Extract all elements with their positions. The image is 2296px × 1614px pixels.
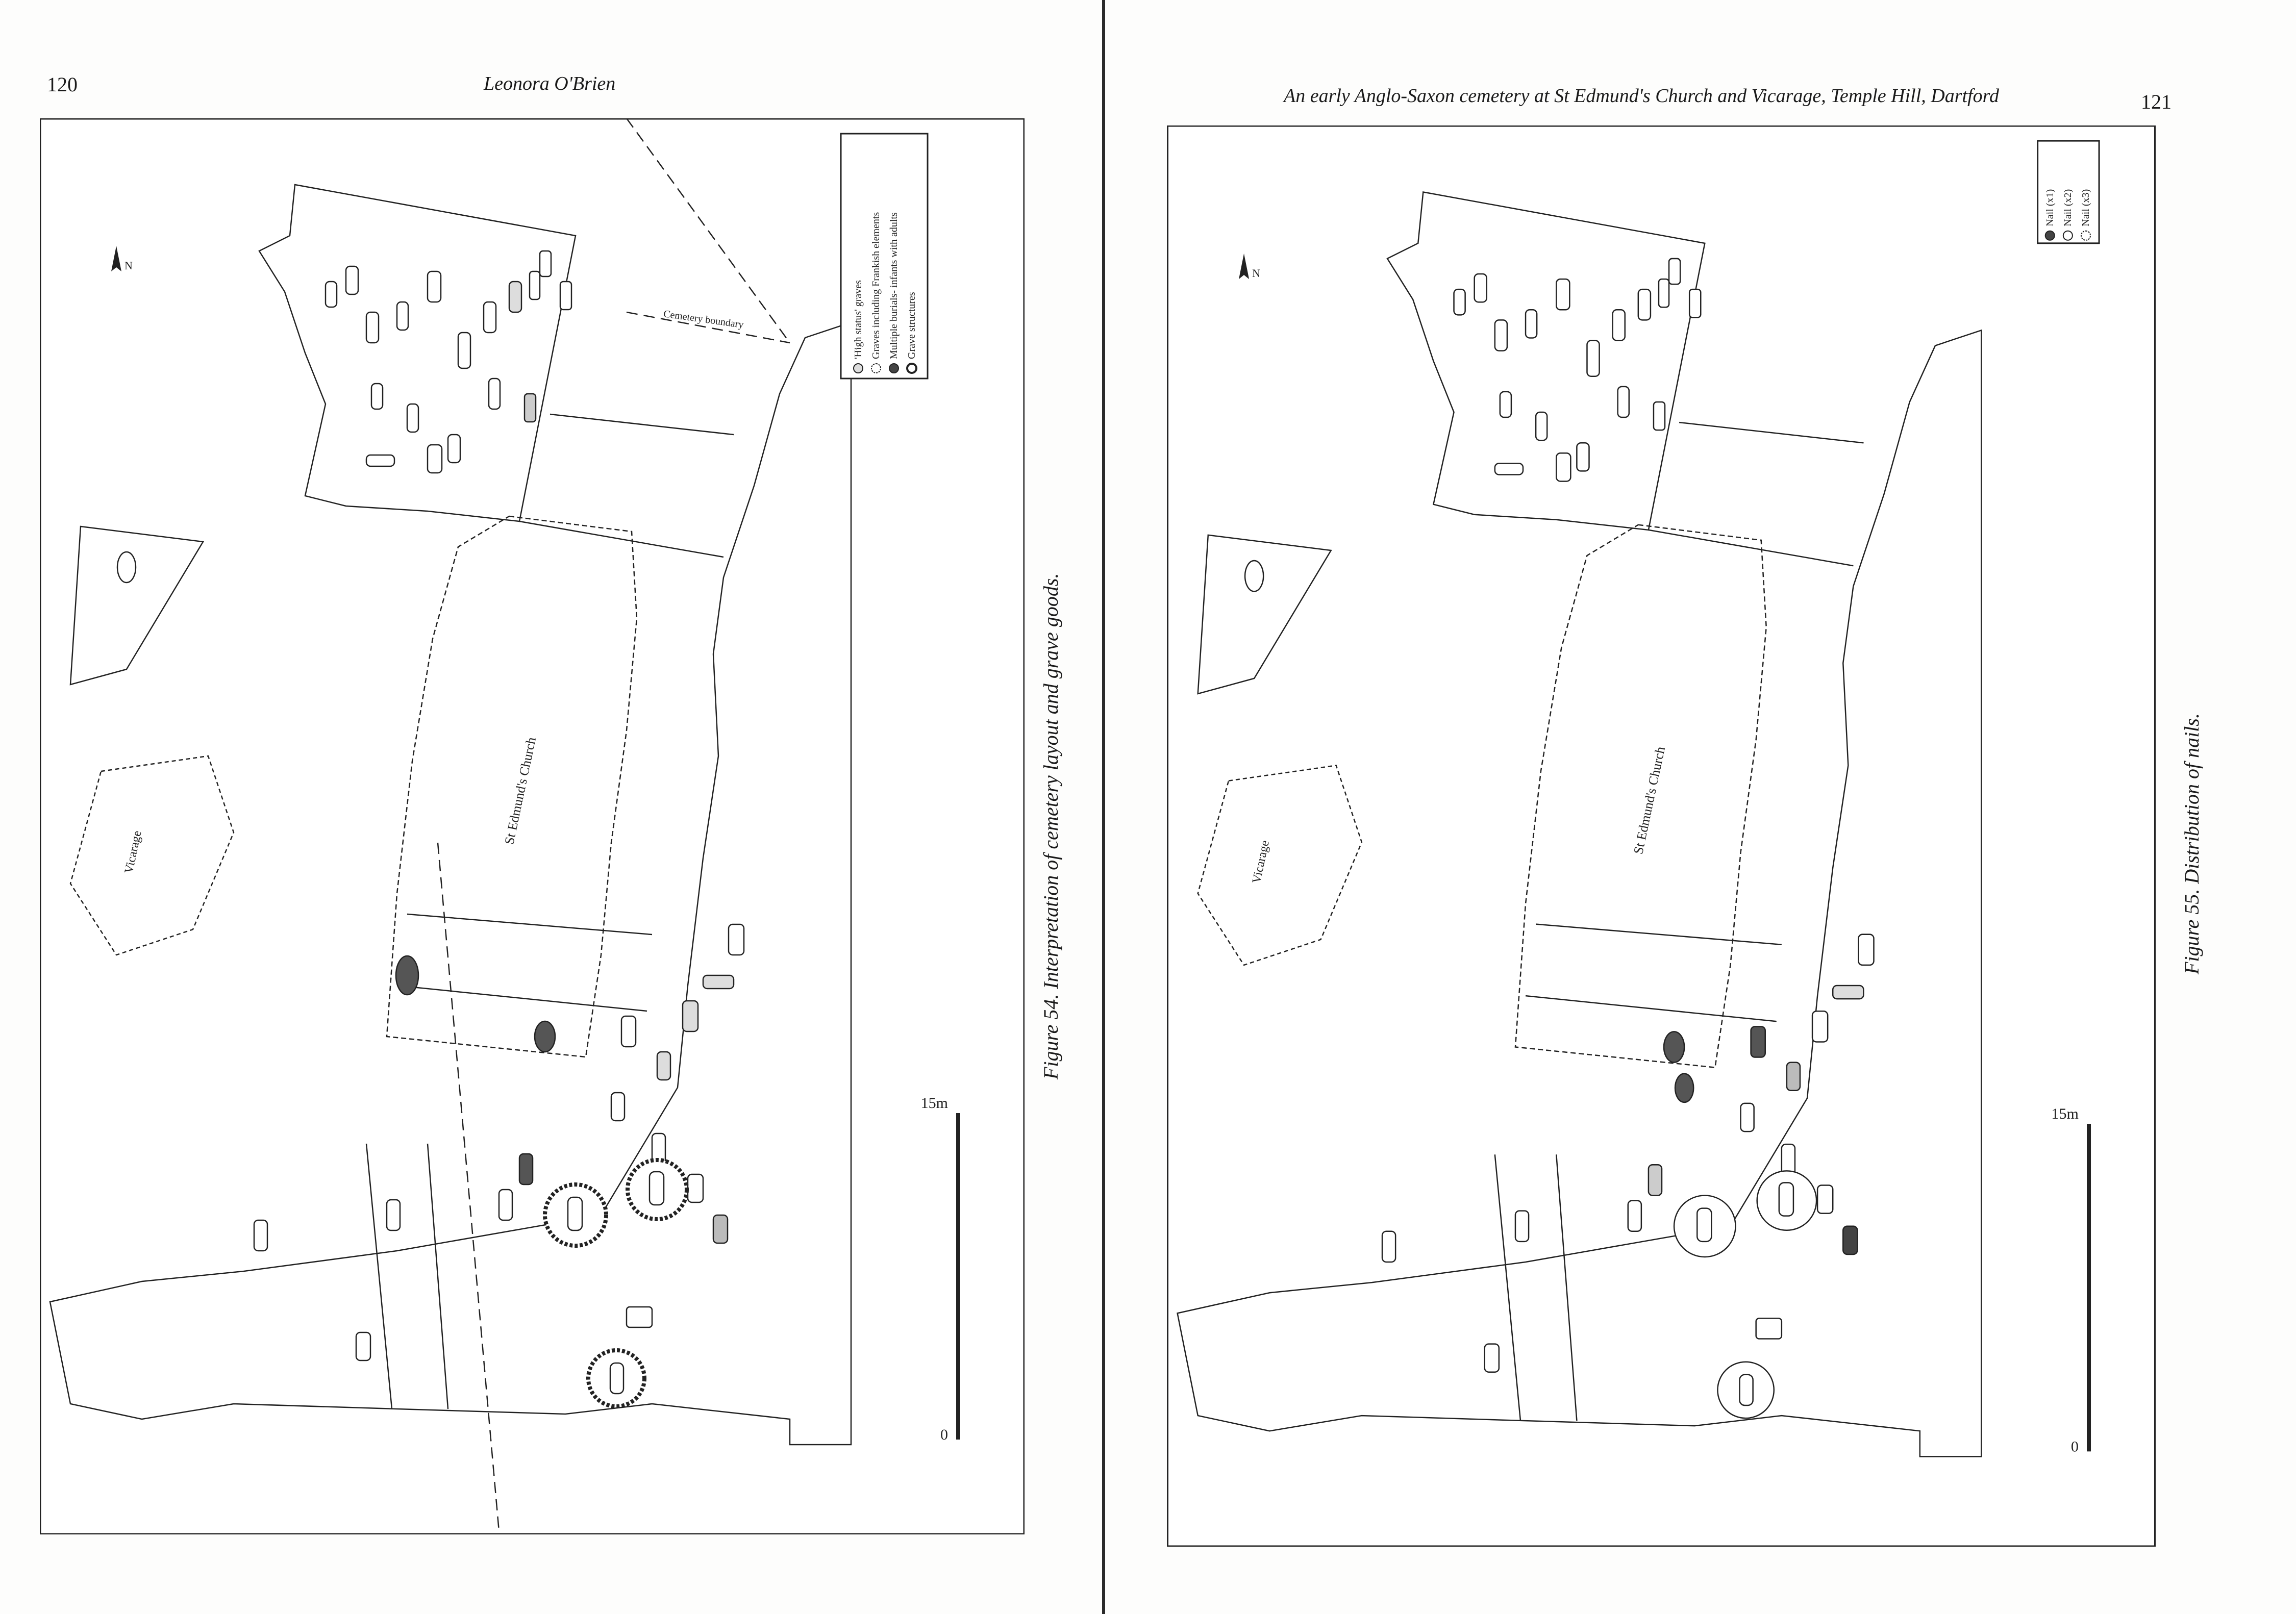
legend-item-1: Graves including Frankish elements: [870, 212, 882, 373]
vicarage-outline: [1197, 765, 1363, 966]
north-trench: [258, 184, 577, 522]
graves-south: [116, 551, 745, 1408]
north-label: N: [124, 259, 133, 272]
cemetery-boundary-dashed-1: [626, 311, 790, 344]
legend-item-0: 'High status' graves: [853, 280, 864, 373]
excavation-boundary: [1177, 329, 1982, 1457]
legend-label-2: Multiple burials- infants with adults: [888, 212, 900, 359]
graves-north: [1453, 258, 1702, 482]
graves-south: [1244, 560, 1875, 1419]
north-trench: [1386, 191, 1706, 531]
legend-item-2: Multiple burials- infants with adults: [888, 212, 900, 373]
running-header: An early Anglo-Saxon cemetery at St Edmu…: [1284, 85, 1999, 107]
legend-label-1: Nail (x2): [2062, 189, 2074, 226]
scale-bar: 15m 0: [2051, 1105, 2091, 1455]
service-trench-1: [1525, 923, 1782, 1022]
legend-box: Nail (x1) Nail (x2) Nail (x3): [2037, 140, 2100, 244]
north-label: N: [1252, 267, 1260, 280]
scale-label: 15m: [921, 1095, 948, 1112]
legend-box: 'High status' graves Graves including Fr…: [840, 133, 929, 380]
north-arrow: N: [111, 246, 133, 272]
legend-label-0: Nail (x1): [2044, 189, 2056, 226]
site-plan: [49, 184, 852, 1446]
service-trench-2: [365, 1143, 449, 1409]
excavation-boundary: [49, 321, 852, 1446]
page-number: 121: [2141, 90, 2172, 113]
figure-caption: Figure 54. Interpretation of cemetery la…: [1039, 573, 1062, 1079]
running-header: Leonora O'Brien: [484, 73, 616, 94]
page-number: 120: [47, 73, 78, 96]
legend-item-3: Grave structures: [906, 292, 917, 374]
vicarage-outline: [69, 755, 235, 956]
legend-label-0: 'High status' graves: [853, 280, 864, 359]
legend-label-1: Graves including Frankish elements: [870, 212, 882, 359]
north-arrow: N: [1239, 253, 1260, 280]
church-outline: [386, 515, 638, 1058]
legend-label-3: Grave structures: [906, 292, 917, 359]
cemetery-boundary-line: [626, 118, 791, 343]
legend-item-0: Nail (x1): [2044, 189, 2056, 241]
figure-caption: Figure 55. Distribution of nails.: [2180, 713, 2203, 974]
legend-items: 'High status' graves Graves including Fr…: [853, 212, 917, 374]
road-path: [519, 413, 734, 558]
figure-frame: [1167, 125, 2156, 1547]
west-trench: [69, 525, 205, 686]
right-page: An early Anglo-Saxon cemetery at St Edmu…: [1105, 0, 2296, 1614]
left-page: 120 Leonora O'Brien: [0, 0, 1102, 1614]
graves-north: [325, 250, 572, 474]
legend-label-2: Nail (x3): [2080, 189, 2091, 226]
legend-item-1: Nail (x2): [2062, 189, 2074, 241]
service-trench-2: [1494, 1154, 1578, 1421]
scale-zero: 0: [2071, 1438, 2079, 1455]
scale-bar: 15m 0: [921, 1095, 960, 1443]
cemetery-plan-figure: St Edmund's Church Vicarage Cemetery bou…: [40, 118, 1025, 1534]
site-plan: [1177, 191, 1982, 1457]
legend-items: Nail (x1) Nail (x2) Nail (x3): [2044, 189, 2091, 241]
church-outline: [1514, 524, 1767, 1068]
service-trench-1: [396, 913, 653, 1012]
road-path: [1648, 421, 1864, 567]
legend-item-2: Nail (x3): [2080, 189, 2091, 241]
cemetery-boundary-dashed-2: [437, 842, 500, 1532]
scale-zero: 0: [940, 1426, 948, 1443]
nail-distribution-figure: St Edmund's Church Vicarage N 15m 0 Nail…: [1167, 125, 2156, 1547]
west-trench: [1197, 534, 1332, 695]
scale-label: 15m: [2051, 1105, 2079, 1122]
